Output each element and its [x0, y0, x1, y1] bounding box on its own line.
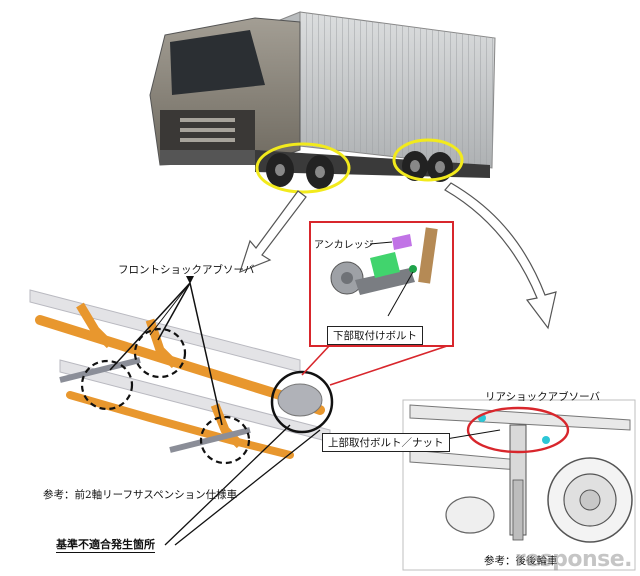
flow-arrows [239, 182, 557, 330]
rear-suspension-illustration [402, 399, 636, 571]
rear-shock-label: リアショックアブソーバ [485, 391, 600, 403]
rear-axle-highlight [392, 138, 464, 182]
nonconform-circle [270, 370, 334, 434]
dashed-circle-1 [80, 359, 134, 411]
front-arrow [239, 190, 307, 274]
front-reference-note: 参考：前2軸リーフサスペンション仕様車 [43, 489, 238, 501]
upper-bolt-label: 上部取付ボルト／ナット [322, 433, 450, 452]
rear-arrow [444, 182, 557, 330]
dashed-circle-3 [199, 415, 251, 465]
response-watermark: response. [514, 547, 633, 572]
non-conformity-label: 基準不適合発生箇所 [56, 538, 155, 553]
lower-bolt-label: 下部取付けボルト [327, 326, 423, 345]
detail-inset [309, 221, 454, 347]
upper-mount-highlight [466, 406, 570, 454]
front-axle-highlight [255, 142, 351, 194]
front-shock-label: フロントショックアブソーバ [118, 264, 255, 276]
anchorage-label: アンカレッジ [314, 240, 374, 251]
callout-lines [301, 344, 451, 386]
response-watermark-text: response. [514, 547, 633, 572]
front-suspension-illustration [29, 276, 334, 546]
rear-reference-note: 参考：後後輪車 [484, 555, 558, 567]
dashed-circle-2 [133, 327, 187, 379]
truck-illustration [149, 11, 496, 194]
